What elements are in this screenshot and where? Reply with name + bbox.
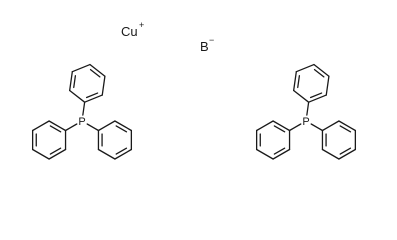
ring-double-bond [313,68,325,78]
ring-bond [321,148,340,160]
p-c-bond [288,123,302,132]
ring-double-bond [85,92,99,99]
p-c-bond [64,123,78,132]
p-c-bond [86,123,100,132]
phenyl-ring-lower-left [31,120,67,160]
ring-bond [31,148,50,160]
ring-bond [114,148,133,160]
ring-bond [272,148,291,160]
ring-bond [97,120,116,132]
triphenylphosphine-right: P [255,63,357,160]
ring-bond [313,63,330,77]
ring-double-bond [273,147,286,155]
copper-cation: Cu + [121,20,144,39]
ring-bond [71,63,91,73]
ring-double-bond [49,125,62,133]
ring-double-bond [339,147,352,155]
boron-charge: − [209,35,214,45]
ring-bond [69,71,73,92]
copper-symbol: Cu [121,24,138,39]
phenyl-ring-top [293,63,330,103]
phosphorus-bonds [288,101,324,132]
ring-bond [325,75,330,96]
p-c-bond [82,101,86,116]
ring-bond [307,94,327,103]
ring-double-bond [73,75,77,89]
copper-charge: + [139,20,144,30]
ring-double-bond [89,68,101,78]
ring-bond [293,71,297,92]
ring-bond [295,63,315,73]
phenyl-ring-lower-left [255,120,291,160]
ring-bond [114,120,133,132]
ring-double-bond [49,147,62,155]
ring-bond [293,89,310,103]
p-c-bond [306,101,310,116]
ring-bond [48,120,67,132]
ring-bond [89,63,106,77]
ring-bond [31,120,50,132]
phenyl-ring-right [97,120,133,160]
ring-bond [48,148,67,160]
triphenylphosphine-left: P [31,63,133,160]
ring-bond [83,94,103,103]
ring-double-bond [115,125,128,133]
ring-double-bond [339,125,352,133]
structure-diagram: Cu + B − P P [31,20,357,160]
ring-bond [321,120,340,132]
boron-anion: B − [200,35,214,54]
ring-bond [101,75,106,96]
ring-bond [272,120,291,132]
phenyl-ring-top [69,63,106,103]
ring-double-bond [297,75,301,89]
ring-double-bond [115,147,128,155]
ring-bond [255,120,274,132]
phosphorus-atom: P [78,116,85,128]
p-c-bond [310,123,324,132]
phosphorus-atom: P [302,116,309,128]
ring-double-bond [273,125,286,133]
ring-bond [69,89,86,103]
ring-double-bond [309,92,323,99]
phosphorus-bonds [64,101,100,132]
ring-bond [97,148,116,160]
ring-bond [338,148,357,160]
ring-bond [338,120,357,132]
ring-bond [255,148,274,160]
phenyl-ring-right [321,120,357,160]
boron-symbol: B [200,39,209,54]
